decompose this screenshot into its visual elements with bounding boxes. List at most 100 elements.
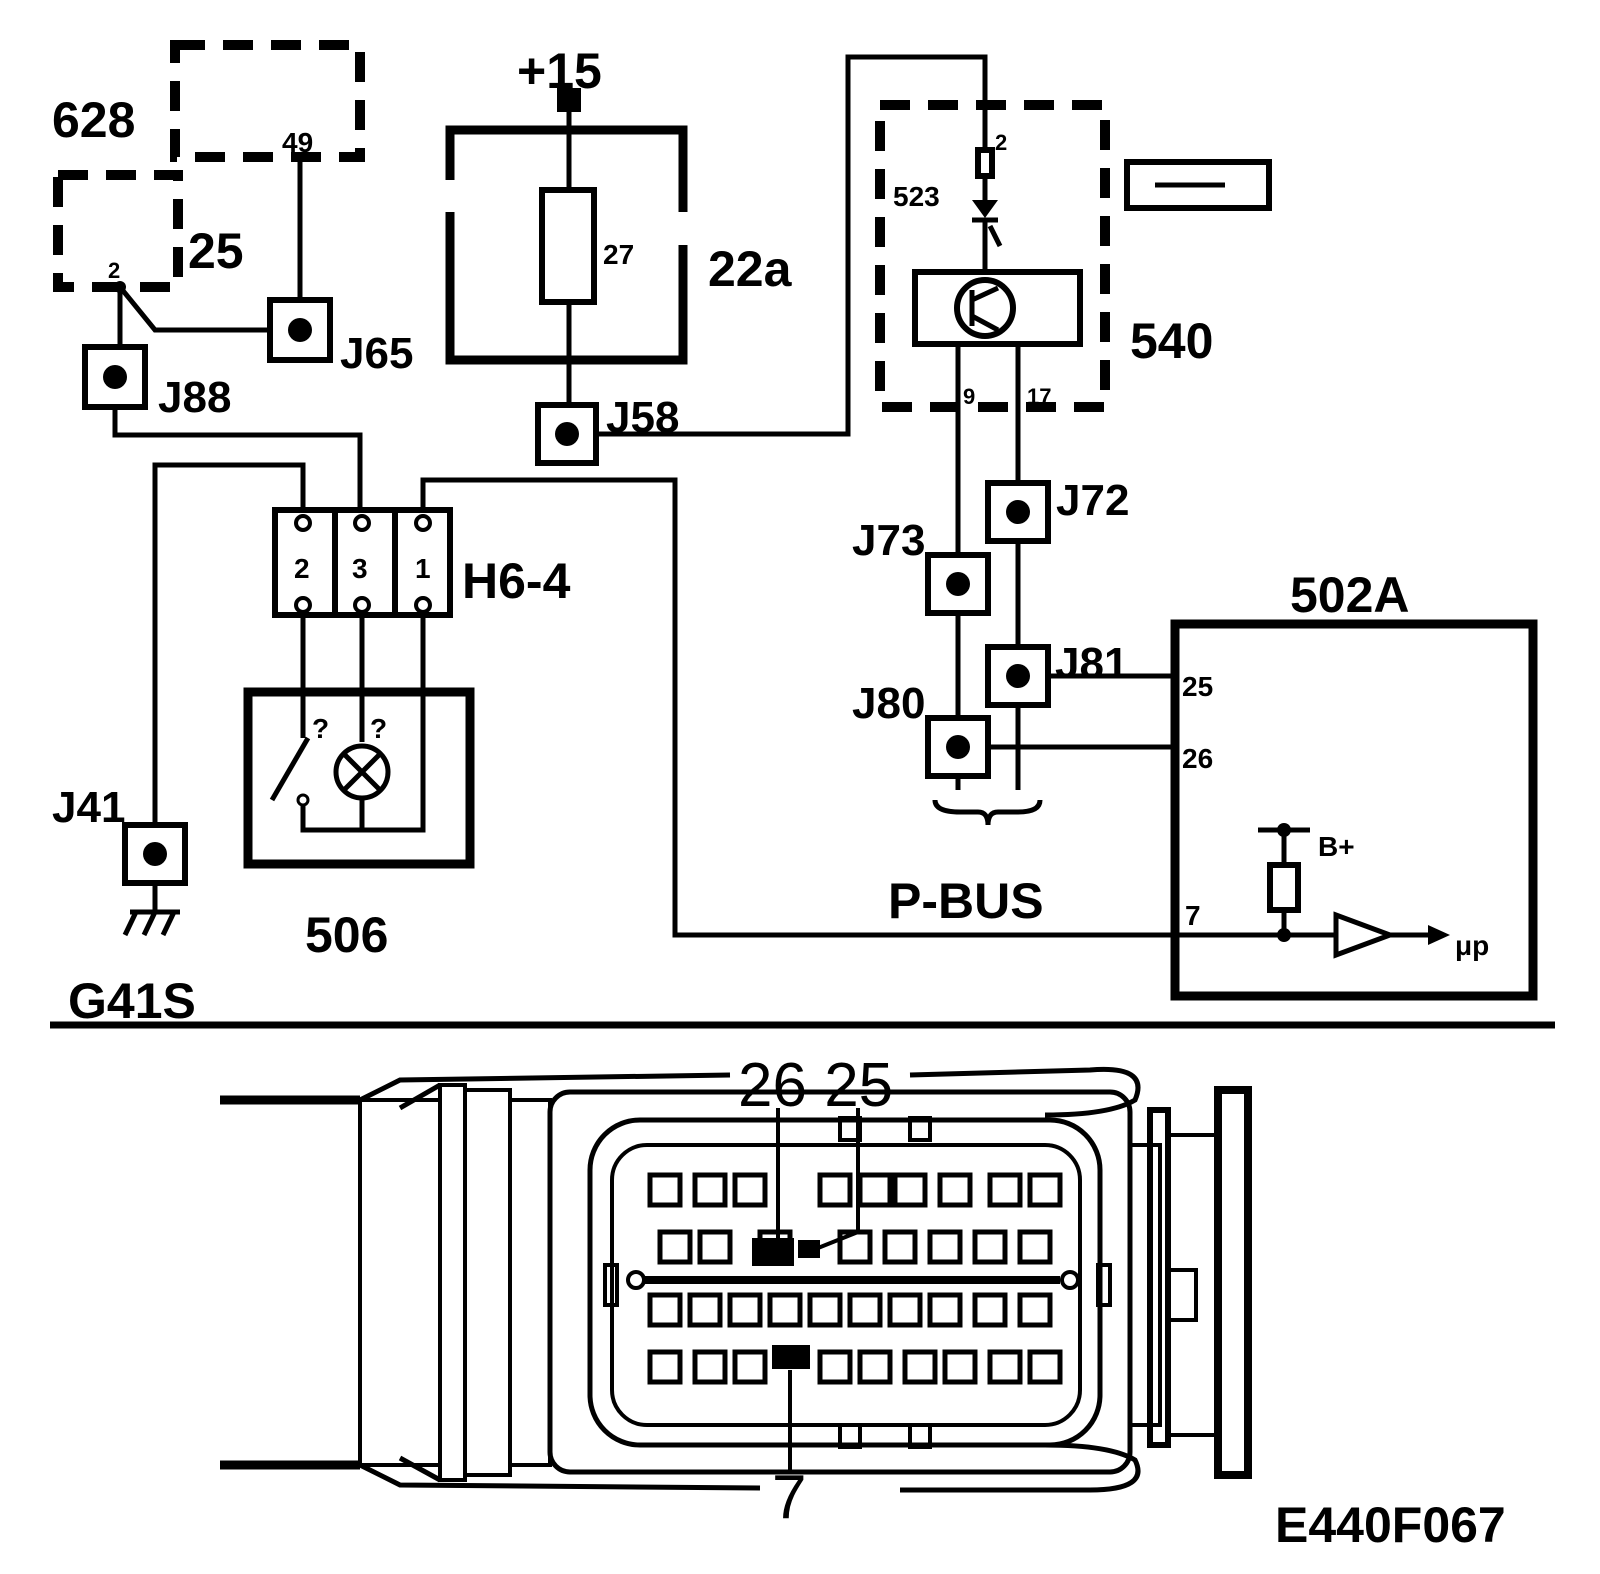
fuse-27-label: 27 [603,239,634,270]
bplus-label: B+ [1318,831,1355,862]
ground-hatch-1 [122,910,139,937]
housing-left-strip-2 [438,1083,467,1482]
component-540-label: 540 [1130,313,1213,369]
pin-cavity [927,1229,963,1265]
housing-right-1 [1128,1143,1162,1427]
pin-cavity [732,1172,768,1208]
pin-17-label: 17 [1027,384,1051,409]
transistor-icon [954,277,1016,339]
led-icon [972,200,998,218]
amplifier-icon [1333,911,1398,959]
switch-contact [296,793,310,807]
pointer-25 [807,1108,860,1254]
housing-right-tab [1166,1268,1198,1322]
component-523-resistor [975,147,995,179]
pin-cavity [942,1349,978,1385]
screw-left [626,1270,646,1290]
pin-cavity [1017,1229,1053,1265]
pin-dot-25 [114,281,126,293]
pin-cavity [892,1172,928,1208]
pin-cavity [837,1229,873,1265]
connector-pin-labels-top: 26 25 [738,1051,893,1120]
pin-26-highlight [752,1238,794,1266]
j41-dot [143,842,167,866]
switch-icon [269,736,311,802]
pin-26-label: 26 [1182,743,1213,774]
h64-label: H6-4 [462,553,571,609]
fuse-27 [539,187,597,305]
j72-dot [1006,500,1030,524]
housing-left-strip-4 [508,1098,552,1467]
pin-25-label: 25 [1182,671,1213,702]
j81-label: J81 [1055,639,1128,688]
pin-cavity [987,1349,1023,1385]
plus15-terminal [557,88,581,112]
j81-dot [1006,664,1030,688]
cable-top-tie-2 [398,1082,442,1111]
wire-j88-h64 [112,407,363,510]
bottom-tab-2 [908,1423,932,1449]
transistor-emitter [970,313,1000,333]
arrow-icon [1428,925,1450,945]
pin-cavity [937,1172,973,1208]
pin-cavity [692,1172,728,1208]
component-628-label: 628 [52,92,135,148]
pin-cavity [697,1229,733,1265]
pin-cavity [902,1349,938,1385]
j88-label: J88 [158,373,231,422]
led-arrow-icon [987,224,1003,248]
component-628-box [170,40,365,162]
pin-9-label: 9 [963,384,975,409]
bottom-tab-1 [838,1423,862,1449]
transistor-collector [970,285,1000,303]
housing-ear-left [603,1263,619,1307]
component-502a-box [1170,619,1538,1001]
pin-cavity [817,1349,853,1385]
pin-cavity [647,1172,683,1208]
pbus-brace [932,799,1043,826]
connector-pin-label-bottom: 7 [772,1463,806,1532]
pin-cavity [927,1292,963,1328]
pin-cavity [857,1349,893,1385]
pin-2-25-label: 2 [108,258,120,283]
pin-25-highlight [798,1240,820,1258]
h64-pin3-label: 3 [352,553,368,584]
pbus-label: P-BUS [888,873,1044,929]
pin-cavity [857,1172,893,1208]
h64-pin2-label: 2 [294,553,310,584]
h64-pin1-bot [414,596,432,614]
component-502a-label: 502A [1290,567,1410,623]
housing-right-3 [1166,1133,1220,1437]
pin-cavity [807,1292,843,1328]
j73-label: J73 [852,516,925,565]
h64-pin2-top [294,514,312,532]
cable-top-right [909,1066,1141,1118]
cable-top-tie [358,1072,731,1103]
pullup-resistor [1267,862,1301,913]
pin-cavity [657,1229,693,1265]
j58-dot [555,422,579,446]
pin-cavity [692,1349,728,1385]
pin-cavity [647,1292,683,1328]
h64-pin1-label: 1 [415,553,431,584]
component-523-label: 523 [893,181,940,212]
h64-pin2-bot [294,596,312,614]
section-g41s-label: G41S [68,973,196,1029]
pin-cavity [1027,1172,1063,1208]
j73-dot [946,572,970,596]
ground-hatch-2 [141,910,158,937]
housing-ear-right [1096,1263,1112,1307]
component-506-label: 506 [305,907,388,963]
pin-cavity [1017,1292,1053,1328]
pin-7-highlight [772,1345,810,1369]
h64-pin3-top [353,514,371,532]
cable-bottom-tie [358,1462,761,1491]
pin-cavity [767,1292,803,1328]
pin-cavity [727,1292,763,1328]
pin-cavity [987,1172,1023,1208]
j65-dot [288,318,312,342]
lamp-q-label: ? [370,713,387,744]
j80-dot [946,735,970,759]
connector-drawing [220,1066,1252,1493]
